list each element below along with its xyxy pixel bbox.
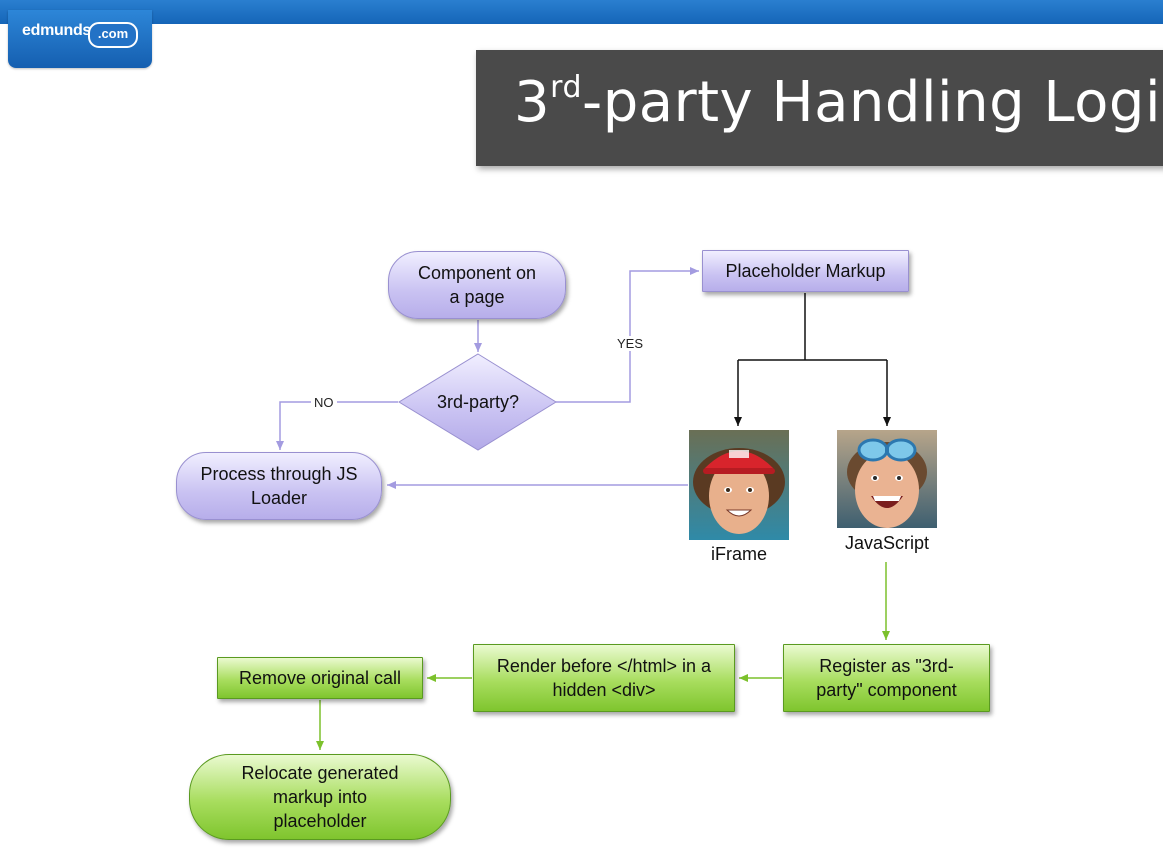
photo-javascript-person-goggles xyxy=(837,430,937,528)
edge-label-yes: YES xyxy=(614,336,647,351)
caption-javascript: JavaScript xyxy=(844,533,930,553)
decision-diamond xyxy=(398,353,557,451)
edge-placeholder-split xyxy=(738,293,887,361)
edmunds-logo[interactable]: edmunds .com xyxy=(8,10,152,68)
node-render: Render before </html> in a hidden <div> xyxy=(473,644,735,712)
edge-no-to-process xyxy=(276,401,398,450)
node-remove: Remove original call xyxy=(217,657,423,699)
logo-suffix: .com xyxy=(88,22,138,48)
node-component: Component on a page xyxy=(388,251,566,319)
node-register: Register as "3rd-party" component xyxy=(783,644,990,712)
node-decision-label: 3rd-party? xyxy=(436,391,520,412)
top-bar xyxy=(0,0,1163,24)
node-placeholder: Placeholder Markup xyxy=(702,250,909,292)
logo-text: edmunds xyxy=(22,22,92,39)
slide-title-box: 3rd-party Handling Logic xyxy=(476,50,1163,166)
caption-iframe: iFrame xyxy=(710,544,767,564)
edge-label-no: NO xyxy=(311,395,337,410)
node-process: Process through JS Loader xyxy=(176,452,382,520)
photo-iframe-person-red-cap xyxy=(689,430,789,540)
slide-title: 3rd-party Handling Logic xyxy=(514,70,1163,135)
node-relocate: Relocate generated markup into placehold… xyxy=(189,754,451,840)
